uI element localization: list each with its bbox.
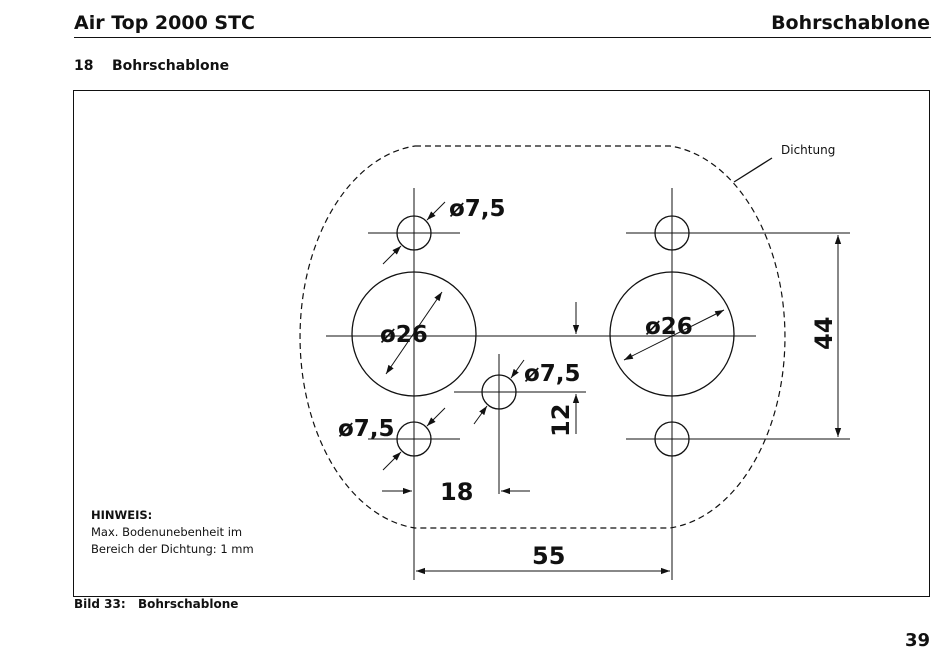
section-number: 18 <box>74 58 94 74</box>
seal-leader-line <box>733 157 773 183</box>
header-rule <box>74 37 931 38</box>
dim-bottom-hole-leader-2 <box>426 407 446 427</box>
dim-right-large-leader <box>623 309 725 361</box>
dim-right-large-label: ø26 <box>645 314 693 340</box>
figure-caption-title: Bohrschablone <box>138 597 239 611</box>
bottom-left-small-hole <box>396 421 432 457</box>
dim-top-hole-leader-2 <box>382 245 402 265</box>
dim-18-label: 18 <box>440 478 473 506</box>
note-title: HINWEIS: <box>91 508 153 522</box>
header-chapter-title: Bohrschablone <box>771 12 930 34</box>
dim-55-label: 55 <box>532 542 565 570</box>
right-large-hole <box>609 271 735 397</box>
dim-top-hole-leader <box>426 201 446 221</box>
dim-12-label: 12 <box>547 404 575 437</box>
dim-44-label: 44 <box>810 317 838 350</box>
dim-center-hole-label: ø7,5 <box>524 361 581 387</box>
section-heading: 18 Bohrschablone <box>74 58 229 74</box>
bottom-right-small-hole <box>654 421 690 457</box>
header-product-title: Air Top 2000 STC <box>74 12 255 34</box>
left-large-hole <box>351 271 477 397</box>
note-box: HINWEIS: Max. Bodenunebenheit im Bereich… <box>91 507 254 558</box>
page-number: 39 <box>904 630 930 651</box>
dim-left-large-leader <box>385 291 443 375</box>
seal-label: Dichtung <box>781 143 835 157</box>
dim-left-large-label: ø26 <box>380 322 428 348</box>
note-line-2: Bereich der Dichtung: 1 mm <box>91 542 254 556</box>
top-right-small-hole <box>654 215 690 251</box>
top-left-small-hole <box>396 215 432 251</box>
dim-bottom-hole-label: ø7,5 <box>338 416 395 442</box>
note-line-1: Max. Bodenunebenheit im <box>91 525 243 539</box>
drawing-frame <box>73 90 930 597</box>
section-title: Bohrschablone <box>112 58 230 74</box>
figure-caption: Bild 33: Bohrschablone <box>74 597 238 611</box>
dim-top-hole-label: ø7,5 <box>449 196 506 222</box>
dim-center-hole-leader-2 <box>473 405 488 425</box>
dim-center-hole-leader <box>510 359 525 379</box>
dim-bottom-hole-leader <box>382 451 402 471</box>
figure-caption-label: Bild 33: <box>74 597 126 611</box>
center-small-hole <box>481 374 517 410</box>
seal-outline <box>299 145 786 529</box>
